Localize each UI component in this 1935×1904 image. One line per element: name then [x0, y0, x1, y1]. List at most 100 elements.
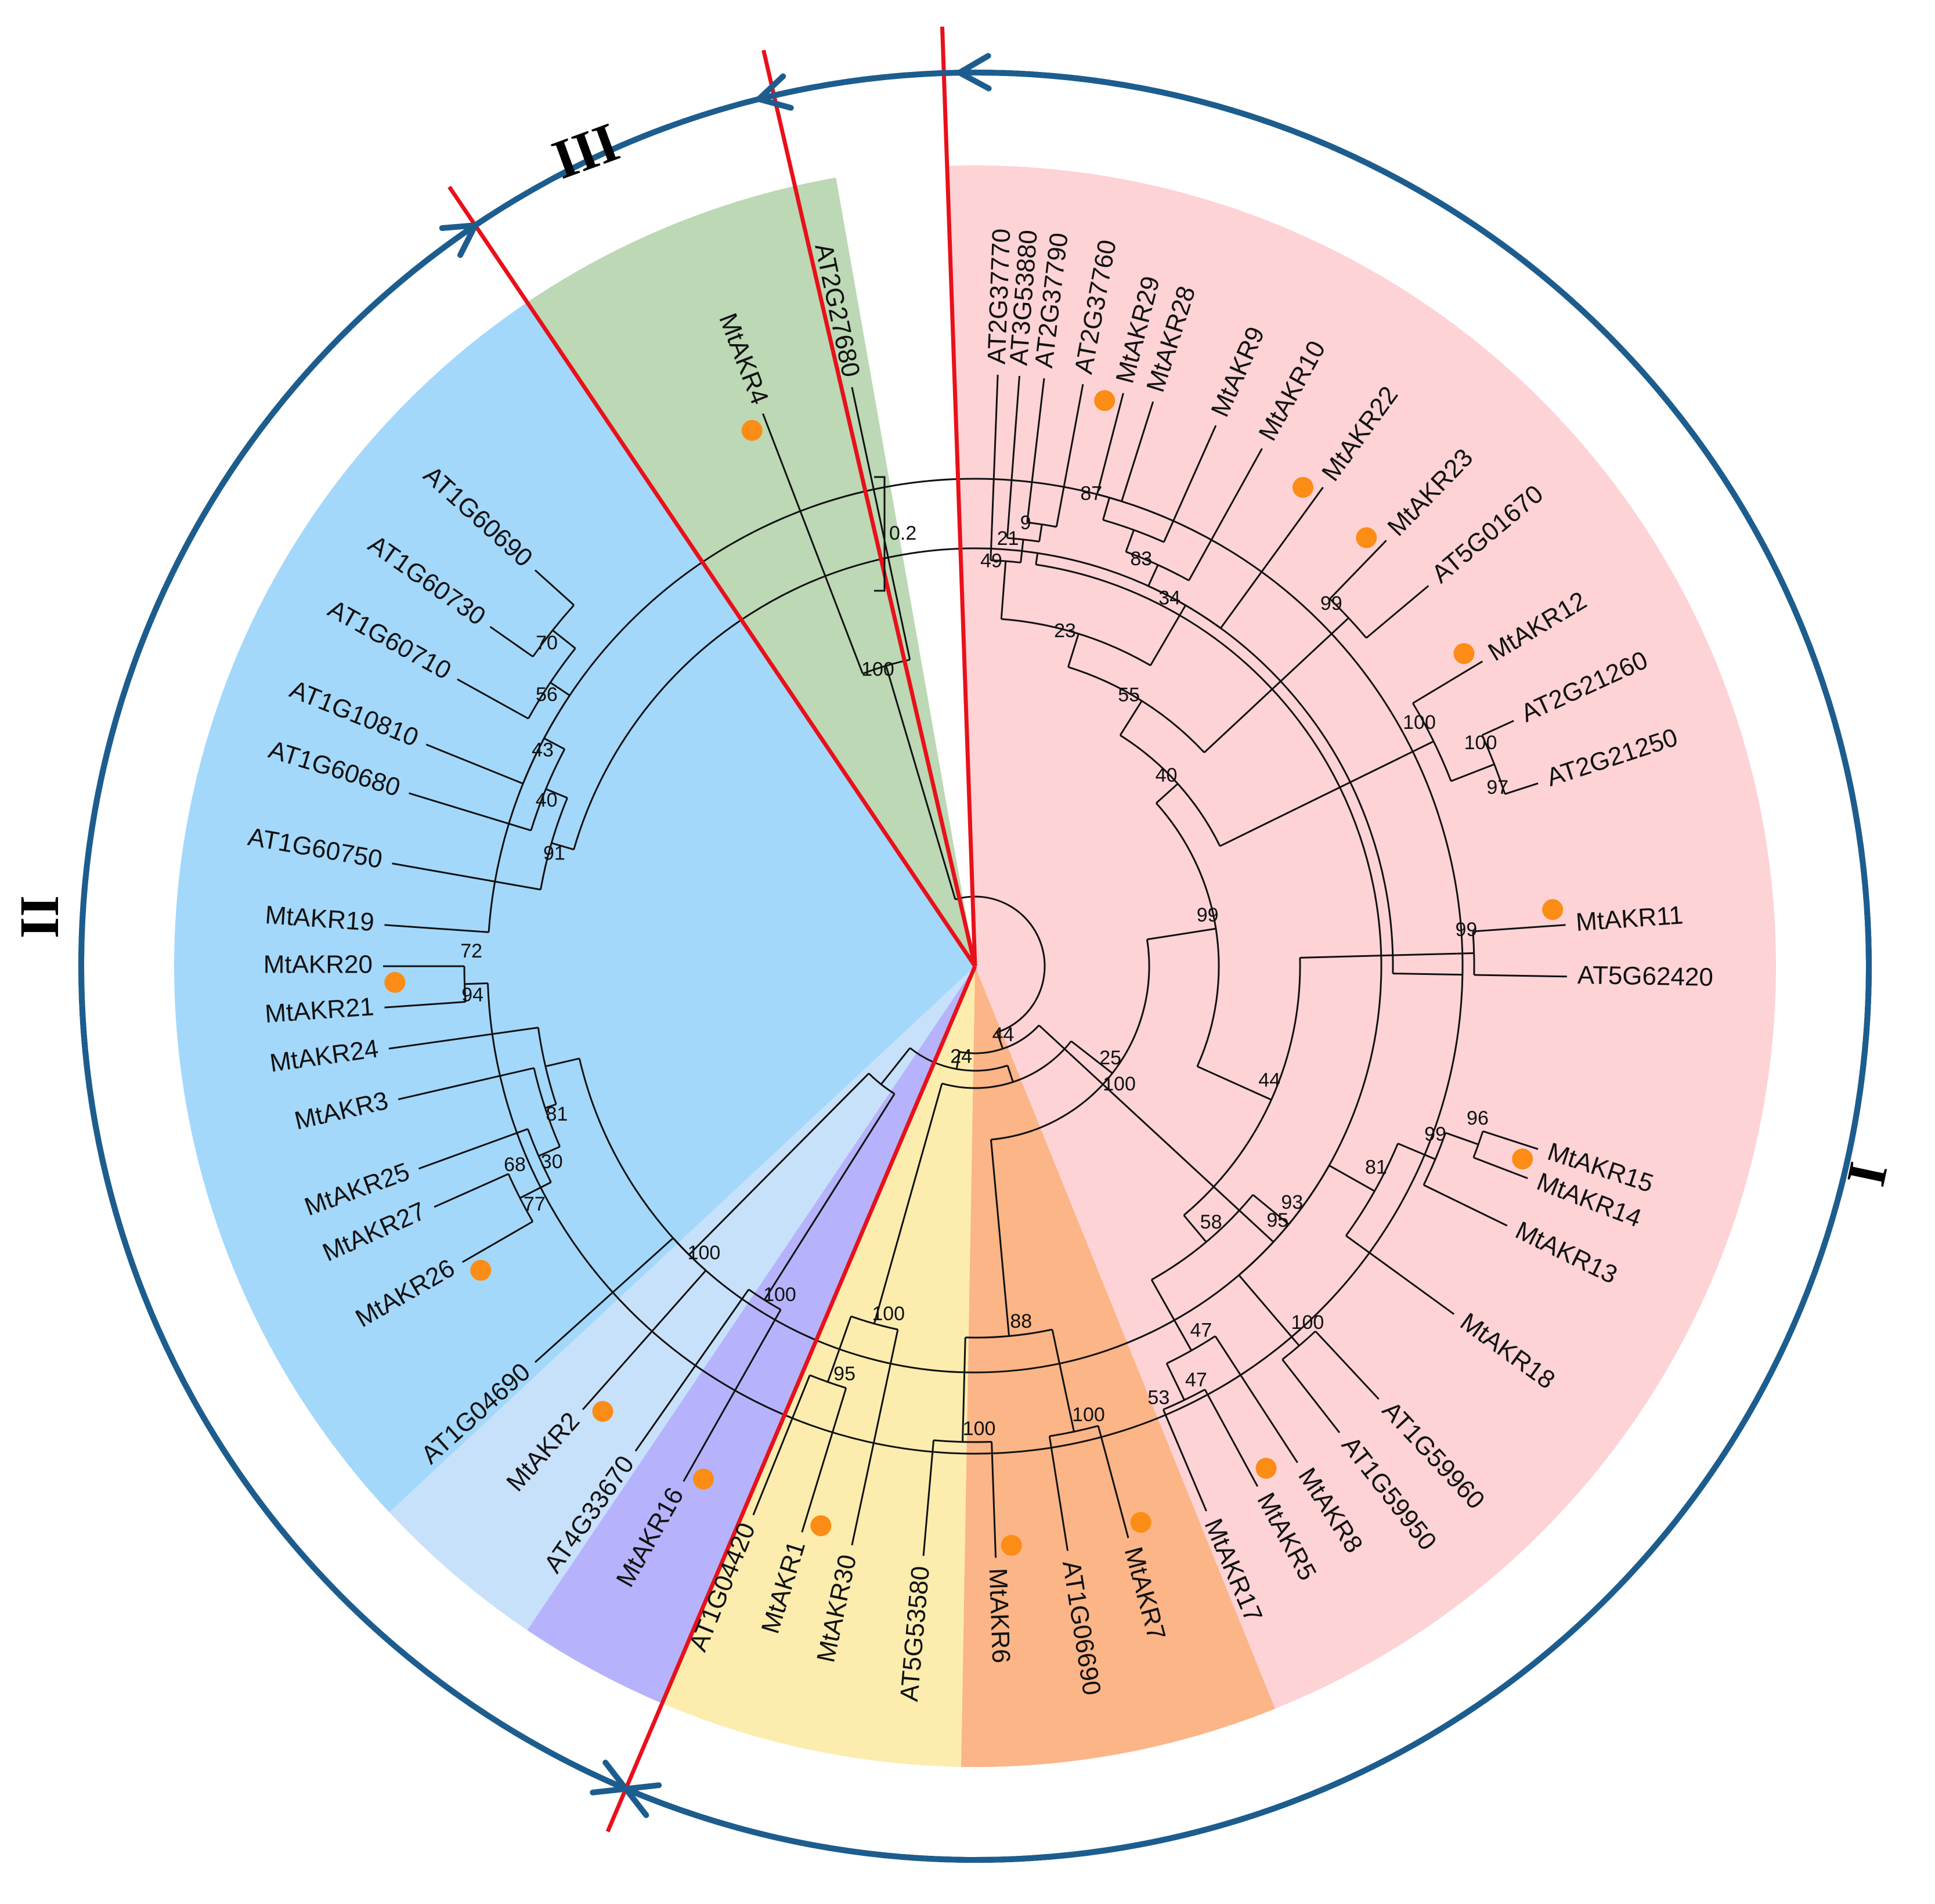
branch-radial: [1067, 633, 1080, 667]
branch-arc: [1151, 1194, 1254, 1281]
bootstrap-value: 25: [1099, 1047, 1121, 1069]
bootstrap-value: 24: [950, 1045, 972, 1067]
branch-radial: [1096, 393, 1124, 495]
bootstrap-value: 93: [1281, 1191, 1303, 1213]
marker-dot: [1453, 643, 1475, 664]
branch-radial: [1366, 585, 1429, 639]
bootstrap-value: 44: [992, 1024, 1015, 1046]
bootstrap-value: 99: [1197, 904, 1219, 926]
bootstrap-value: 100: [688, 1242, 721, 1264]
bootstrap-value: 40: [536, 789, 558, 811]
bootstrap-value: 88: [1010, 1310, 1032, 1332]
bootstrap-value: 49: [980, 550, 1002, 572]
branch-radial: [1474, 974, 1567, 978]
divider-line-I-II: [605, 965, 977, 1833]
bootstrap-value: 72: [460, 940, 482, 962]
branch-radial: [1450, 763, 1495, 782]
branch-radial: [1147, 564, 1159, 587]
scale-bar-bracket: [874, 476, 886, 592]
bootstrap-value: 100: [1103, 1073, 1136, 1095]
branch-radial: [1197, 1065, 1272, 1101]
branch-radial: [1183, 1215, 1207, 1243]
scale-bar-label: 0.2: [889, 522, 916, 544]
branch-radial: [1102, 497, 1110, 521]
branch-radial: [752, 1375, 811, 1516]
bootstrap-value: 23: [1054, 620, 1076, 642]
branch-radial: [1119, 1099, 1275, 1243]
marker-dot: [693, 1468, 714, 1490]
branch-radial: [1473, 1157, 1528, 1179]
arrowhead: [439, 222, 481, 258]
branch-radial: [851, 1329, 899, 1546]
branch-radial: [1038, 1024, 1121, 1101]
branch-radial: [392, 862, 541, 891]
branch-radial: [1472, 924, 1566, 933]
bootstrap-value: 99: [1456, 919, 1478, 941]
branch-radial: [1162, 1409, 1207, 1512]
bootstrap-value: 34: [1158, 587, 1181, 609]
branch-radial: [1482, 1130, 1539, 1150]
bootstrap-value: 81: [1365, 1157, 1387, 1179]
leaf-label: AT5G62420: [1577, 961, 1713, 992]
branch-radial: [1188, 448, 1263, 581]
bootstrap-value: 43: [532, 739, 554, 761]
branch-radial: [1026, 378, 1045, 523]
bootstrap-value: 55: [1118, 684, 1140, 706]
branch-radial: [762, 413, 864, 674]
branch-radial: [885, 665, 956, 900]
bootstrap-value: 81: [546, 1103, 568, 1125]
branch-radial: [551, 842, 575, 851]
branch-radial: [582, 1270, 707, 1410]
branch-radial: [880, 1047, 911, 1085]
branch-radial: [1423, 1184, 1508, 1227]
branch-radial: [434, 1173, 509, 1208]
branch-radial: [996, 1032, 1004, 1049]
arrowhead: [590, 1760, 631, 1795]
branch-radial: [1203, 617, 1349, 753]
branch-radial: [1038, 524, 1043, 542]
branch-arc: [1472, 931, 1475, 976]
bootstrap-value: 9: [1020, 512, 1031, 534]
bootstrap-value: 97: [1486, 776, 1508, 799]
branch-radial: [801, 1388, 847, 1533]
branch-radial: [1219, 486, 1324, 629]
bootstrap-value: 21: [997, 528, 1019, 550]
branch-radial: [534, 569, 575, 606]
divider-line-I-III: [940, 26, 977, 967]
branch-radial: [1445, 1132, 1479, 1146]
branch-radial: [922, 1440, 935, 1556]
branch-radial: [1238, 1274, 1300, 1346]
bootstrap-value: 95: [1266, 1209, 1288, 1231]
bootstrap-value: 94: [461, 984, 483, 1006]
bootstrap-value: 40: [1156, 764, 1178, 786]
bootstrap-value: 56: [536, 684, 558, 706]
branch-radial: [1315, 1330, 1380, 1400]
marker-dot: [1001, 1535, 1022, 1556]
branch-radial: [1329, 540, 1387, 600]
branch-radial: [464, 982, 488, 985]
branch-radial: [1214, 1335, 1298, 1464]
bootstrap-value: 96: [1467, 1107, 1489, 1129]
branch-radial: [1504, 782, 1539, 795]
branch-radial: [409, 792, 532, 832]
branch-radial: [1097, 1425, 1129, 1538]
branch-radial: [1150, 1279, 1193, 1352]
branch-radial: [1000, 561, 1007, 619]
branch-radial: [550, 681, 571, 696]
divider-line-II-III: [447, 186, 977, 967]
bootstrap-value: 95: [833, 1363, 855, 1385]
branch-radial: [1345, 1235, 1455, 1315]
branch-radial: [634, 1289, 750, 1452]
clade-label-II: II: [8, 895, 70, 939]
branch-arc: [578, 563, 1382, 1374]
branch-radial: [683, 1309, 782, 1482]
branch-radial: [851, 386, 911, 660]
bootstrap-value: 58: [1200, 1211, 1222, 1233]
bootstrap-value: 87: [1080, 483, 1102, 505]
branch-radial: [688, 1072, 870, 1256]
bootstrap-value: 100: [763, 1284, 796, 1306]
branch-radial: [418, 1128, 528, 1170]
clade-Ia-sector: [947, 165, 1776, 1709]
branch-radial: [1048, 1436, 1069, 1551]
